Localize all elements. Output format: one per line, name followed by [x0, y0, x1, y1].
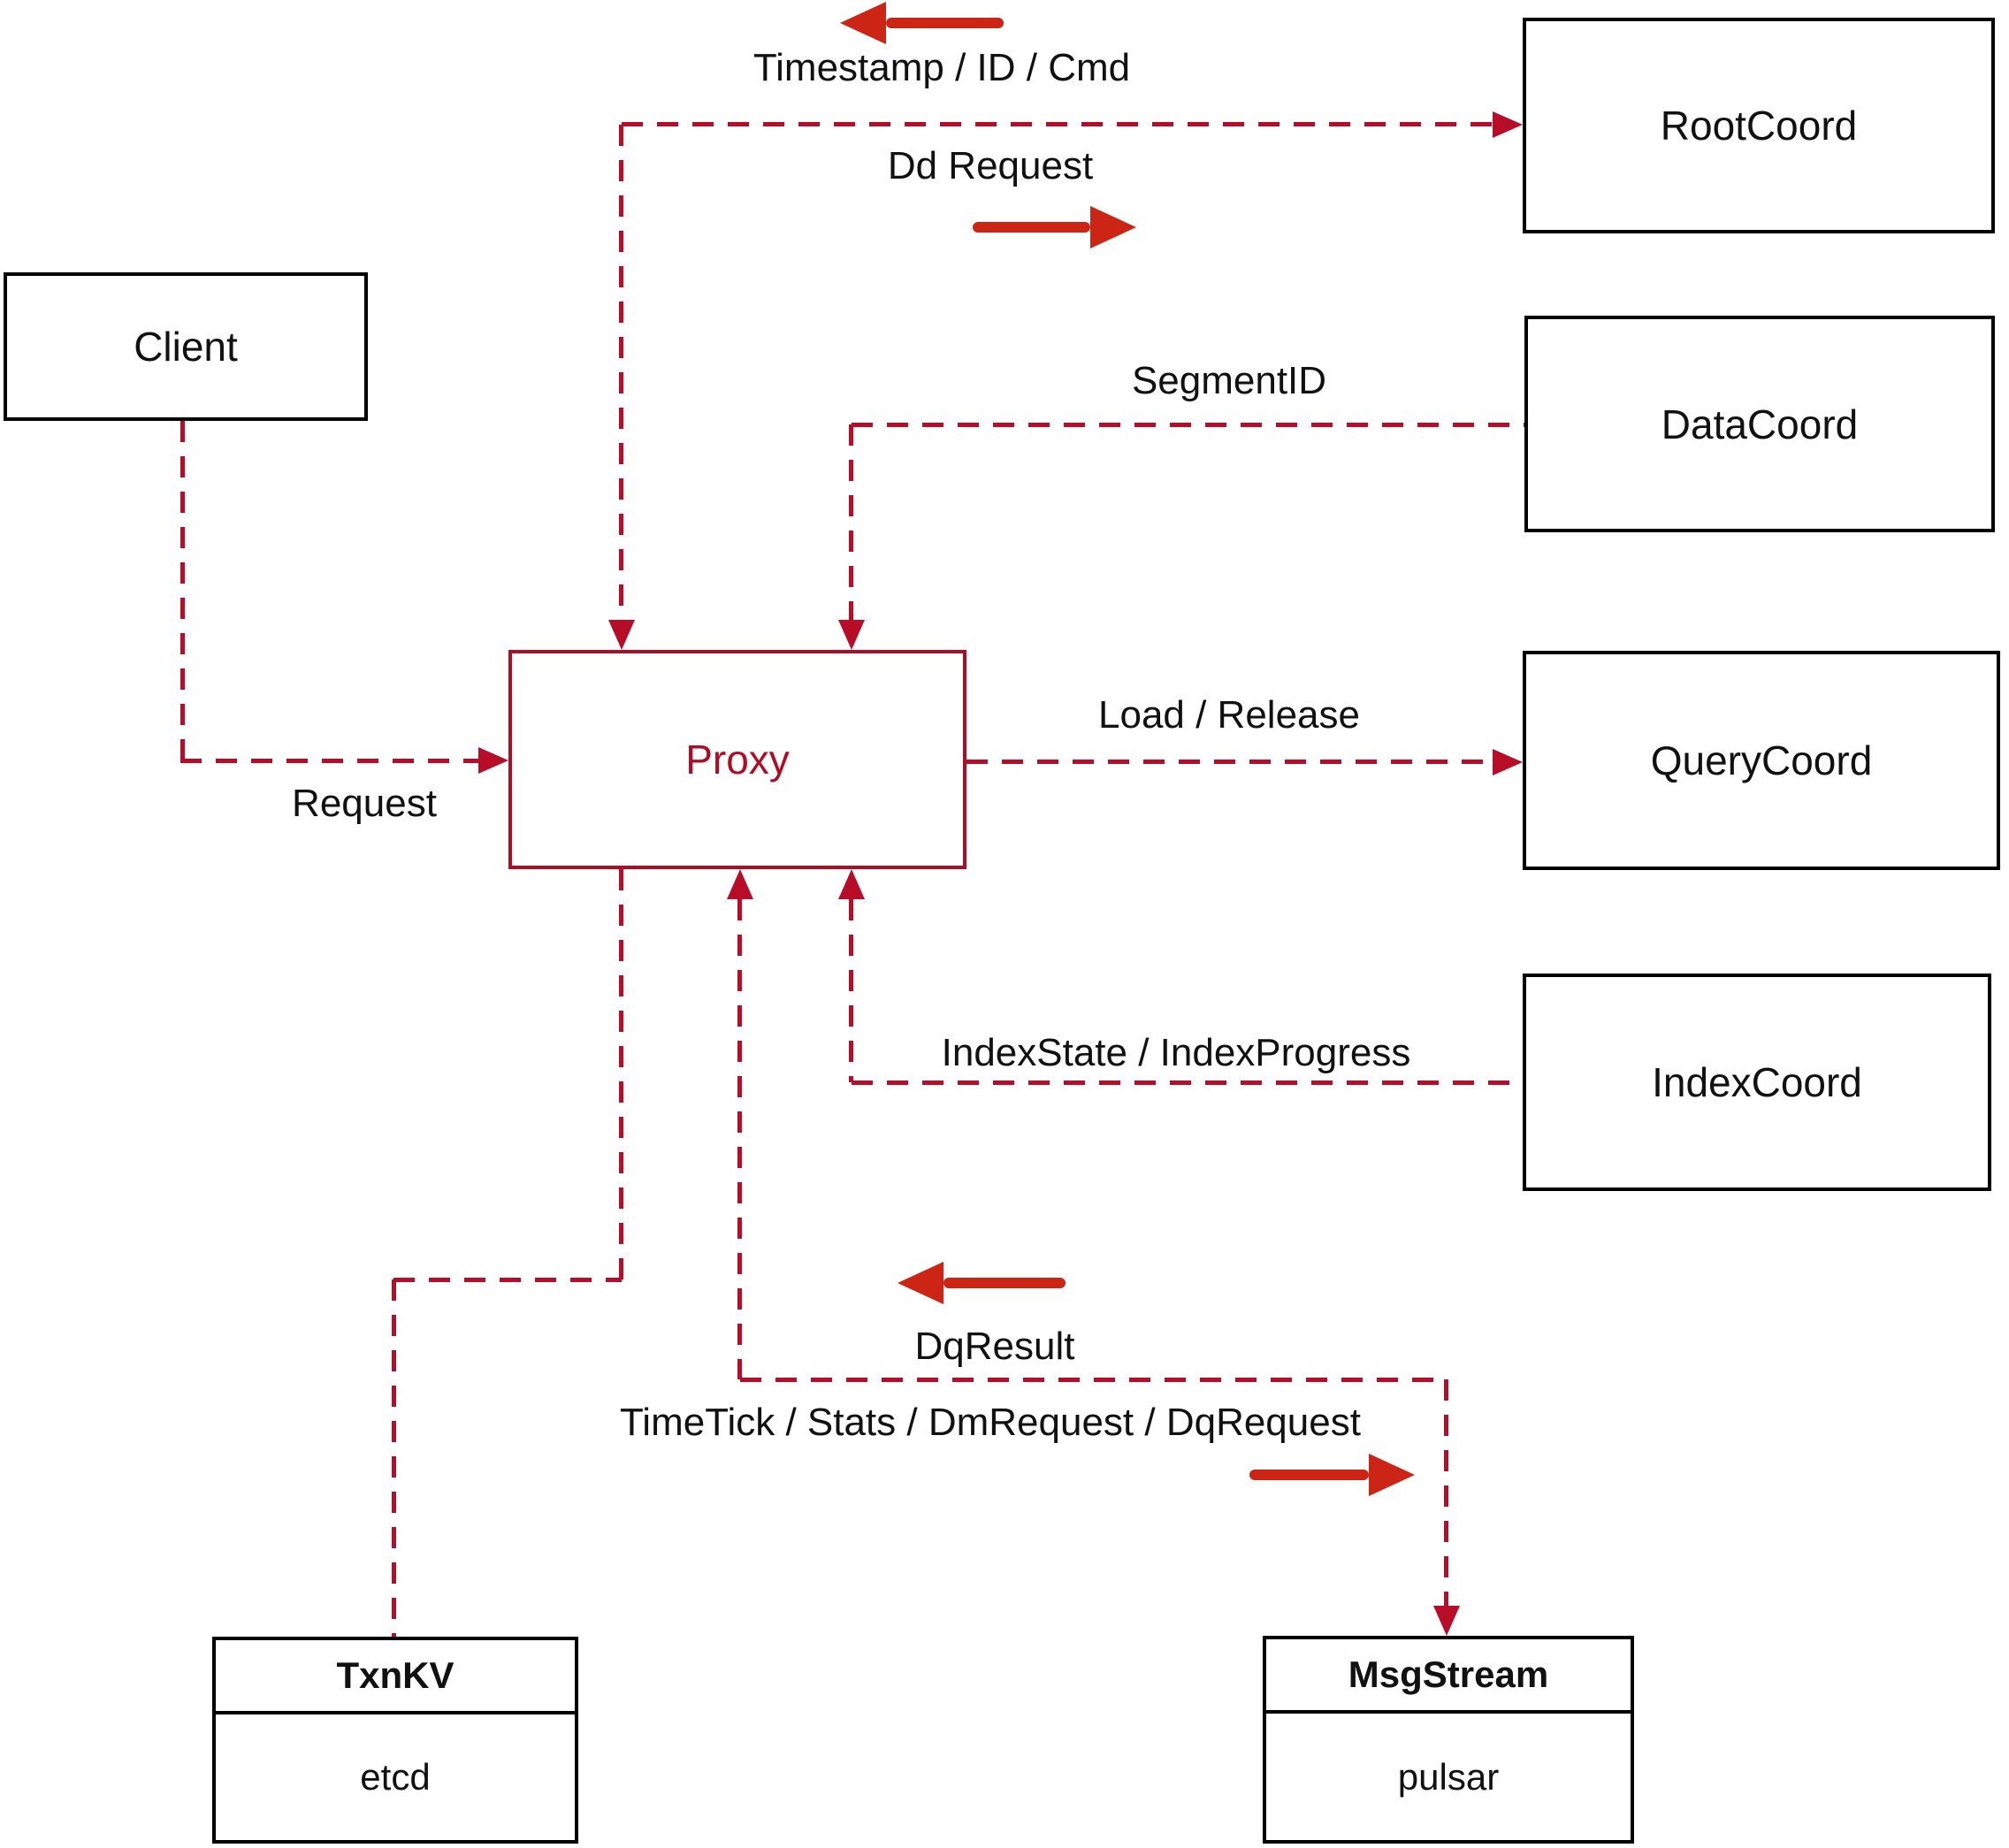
node-datacoord: DataCoord — [1524, 316, 1995, 532]
edge-label-time-tick: TimeTick / Stats / DmRequest / DqRequest — [620, 1401, 1361, 1444]
edge-label-timestamp: Timestamp / ID / Cmd — [752, 46, 1131, 89]
edge-proxy-msgstream-vertical — [1444, 1379, 1448, 1606]
time-tick-direction-arrow-icon — [1249, 1454, 1415, 1496]
edge-label-dq-result: DqResult — [914, 1325, 1075, 1368]
timestamp-direction-arrow-icon — [840, 2, 1004, 44]
edge-proxy-querycoord-arrowhead-icon — [1493, 749, 1523, 775]
edge-label-request: Request — [292, 782, 437, 825]
node-client-label: Client — [134, 324, 238, 370]
edge-client-proxy-vertical — [180, 421, 185, 760]
edge-proxy-msgstream-arrowhead-icon — [1433, 1606, 1460, 1636]
edge-label-dd-request: Dd Request — [887, 144, 1094, 187]
edge-rootcoord-proxy-arrowhead-icon — [608, 620, 635, 650]
edge-client-proxy-arrowhead-icon — [478, 747, 508, 774]
node-rootcoord: RootCoord — [1523, 18, 1995, 233]
node-indexcoord: IndexCoord — [1523, 974, 1991, 1191]
edge-label-index-state: IndexState / IndexProgress — [941, 1031, 1411, 1074]
node-txnkv-body: etcd — [360, 1756, 431, 1798]
edge-proxy-txnkv-horizontal — [393, 1278, 622, 1282]
edge-indexcoord-proxy-vertical — [849, 899, 853, 1082]
edge-proxy-msgstream-horizontal — [740, 1378, 1447, 1382]
edge-datacoord-proxy-arrowhead-icon — [838, 620, 865, 650]
node-querycoord-label: QueryCoord — [1650, 737, 1873, 783]
edge-proxy-rootcoord-arrowhead-icon — [1493, 111, 1523, 138]
node-txnkv-title: TxnKV — [216, 1640, 575, 1714]
node-rootcoord-label: RootCoord — [1660, 103, 1858, 149]
edge-proxy-txnkv-vertical-upper — [619, 869, 623, 1279]
edge-msgstream-proxy-vertical — [737, 899, 742, 1379]
dd-request-direction-arrow-icon — [973, 206, 1136, 248]
node-proxy-label: Proxy — [685, 737, 790, 783]
node-querycoord: QueryCoord — [1523, 651, 2000, 870]
edge-datacoord-proxy-horizontal — [852, 423, 1524, 427]
edge-datacoord-proxy-vertical — [849, 424, 853, 620]
edge-proxy-querycoord-horizontal — [966, 760, 1493, 764]
node-msgstream-title: MsgStream — [1266, 1639, 1631, 1714]
edge-indexcoord-proxy-arrowhead-icon — [838, 869, 865, 899]
node-txnkv: TxnKV etcd — [212, 1637, 578, 1844]
node-client: Client — [4, 272, 368, 421]
node-msgstream: MsgStream pulsar — [1263, 1636, 1634, 1844]
node-datacoord-label: DataCoord — [1661, 401, 1859, 447]
node-proxy: Proxy — [508, 650, 966, 869]
edge-proxy-rootcoord-horizontal — [622, 122, 1493, 126]
edge-label-load-release: Load / Release — [1098, 693, 1360, 737]
edge-indexcoord-proxy-horizontal — [852, 1081, 1523, 1085]
node-msgstream-body: pulsar — [1397, 1755, 1500, 1798]
edge-proxy-txnkv-vertical-lower — [392, 1279, 396, 1637]
edge-label-segment-id: SegmentID — [1131, 359, 1327, 402]
edge-rootcoord-proxy-vertical — [619, 125, 623, 620]
node-indexcoord-label: IndexCoord — [1652, 1059, 1862, 1105]
edge-msgstream-proxy-arrowhead-icon — [727, 869, 753, 899]
dq-result-direction-arrow-icon — [898, 1262, 1066, 1304]
edge-client-proxy-horizontal — [180, 759, 481, 763]
